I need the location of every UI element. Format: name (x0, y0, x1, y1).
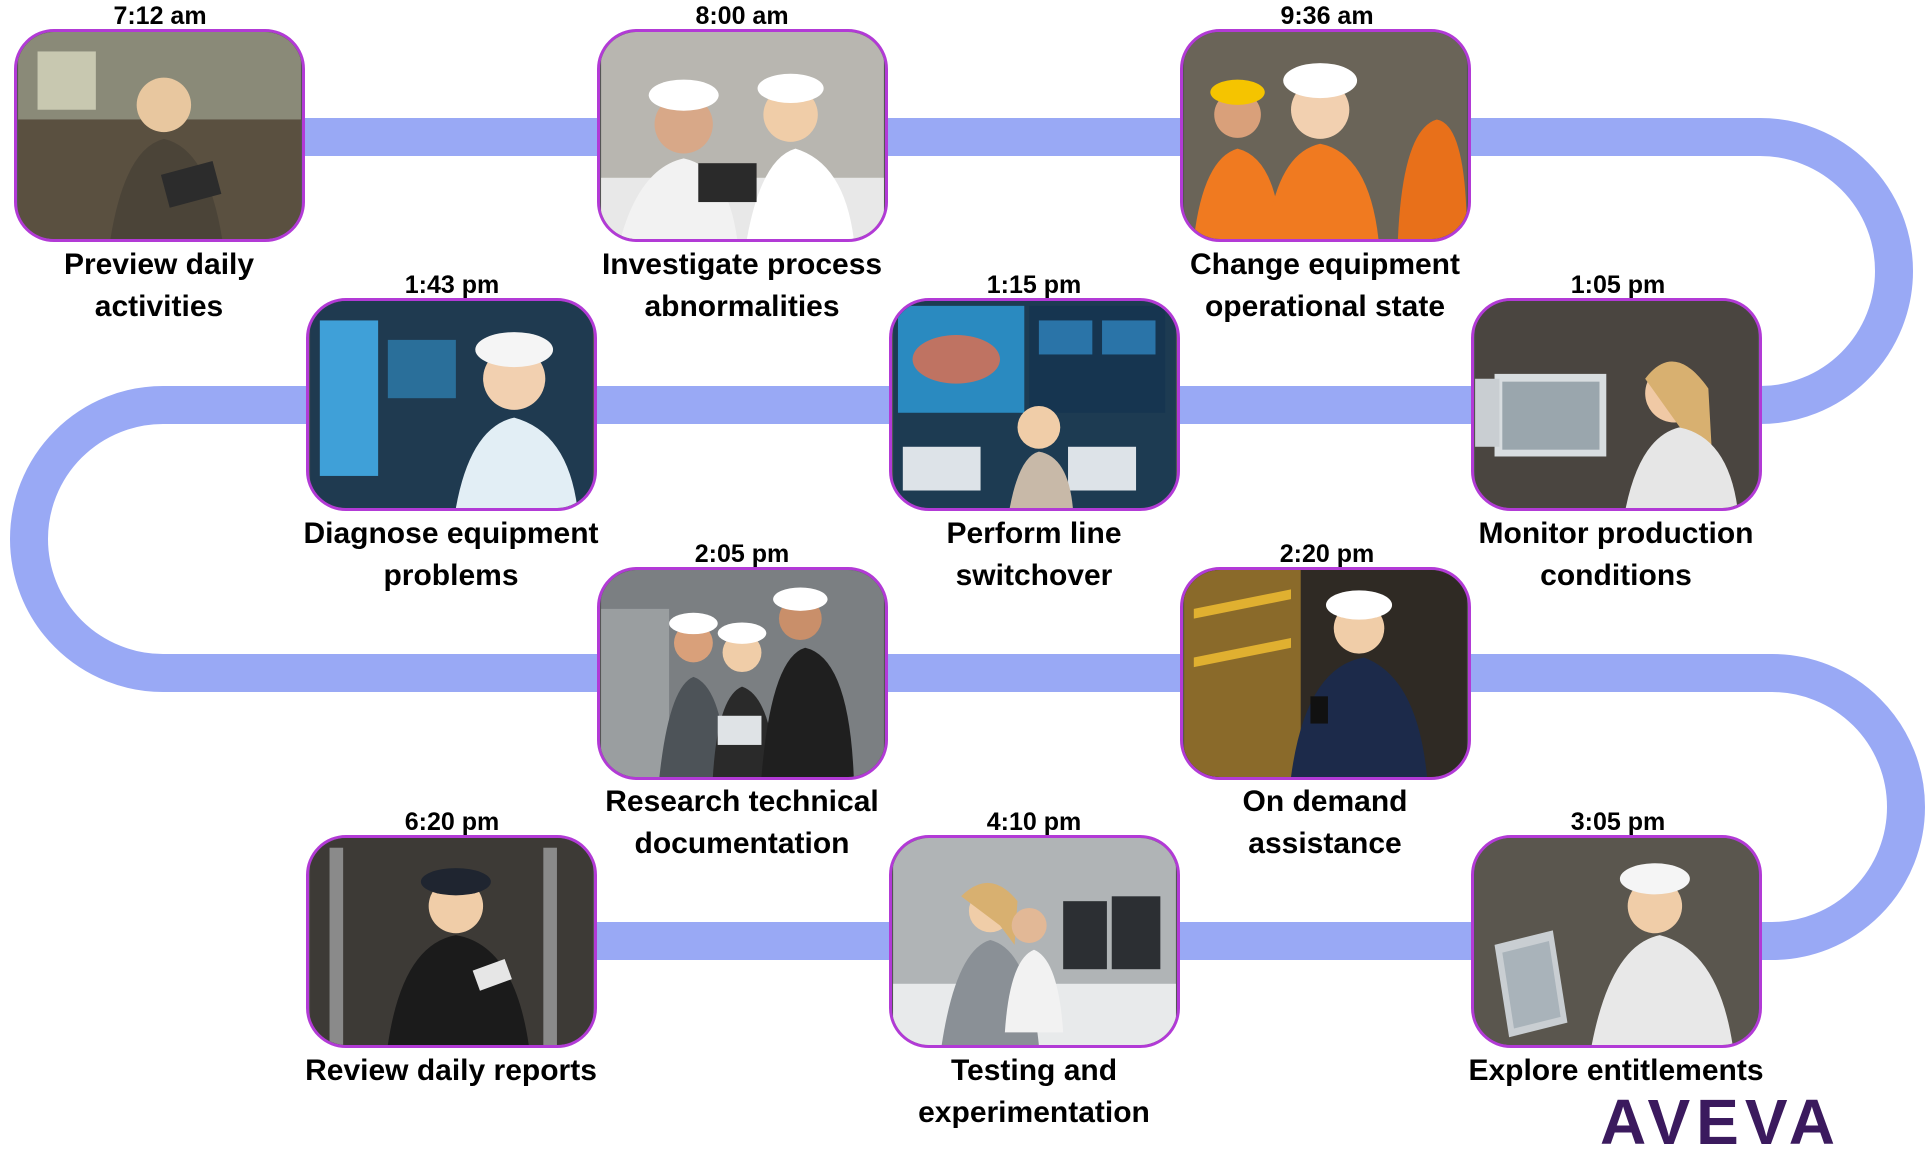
activity-label: Explore entitlements (1468, 1054, 1764, 1087)
activity-time: 3:05 pm (1570, 808, 1666, 836)
activity-image (1180, 567, 1471, 780)
activity-image (889, 298, 1180, 511)
activity-time: 1:43 pm (404, 271, 500, 299)
activity-time: 1:05 pm (1570, 271, 1666, 299)
activity-image (1471, 298, 1762, 511)
activity-image (597, 29, 888, 242)
activity-image (597, 567, 888, 780)
activity-image (306, 298, 597, 511)
activity-time: 2:05 pm (694, 540, 790, 568)
activity-image (1180, 29, 1471, 242)
activity-time: 7:12 am (113, 2, 207, 30)
activity-image (1471, 835, 1762, 1048)
activity-time: 8:00 am (695, 2, 789, 30)
activity-time: 1:15 pm (986, 271, 1082, 299)
activity-time: 6:20 pm (404, 808, 500, 836)
activity-label: Review daily reports (305, 1054, 597, 1087)
activity-time: 9:36 am (1280, 2, 1374, 30)
activity-time: 2:20 pm (1279, 540, 1375, 568)
activity-image (306, 835, 597, 1048)
brand-logo: AVEVA (1600, 1086, 1841, 1158)
activity-time: 4:10 pm (986, 808, 1082, 836)
activity-image (14, 29, 305, 242)
activity-image (889, 835, 1180, 1048)
timeline-road (10, 118, 1925, 960)
